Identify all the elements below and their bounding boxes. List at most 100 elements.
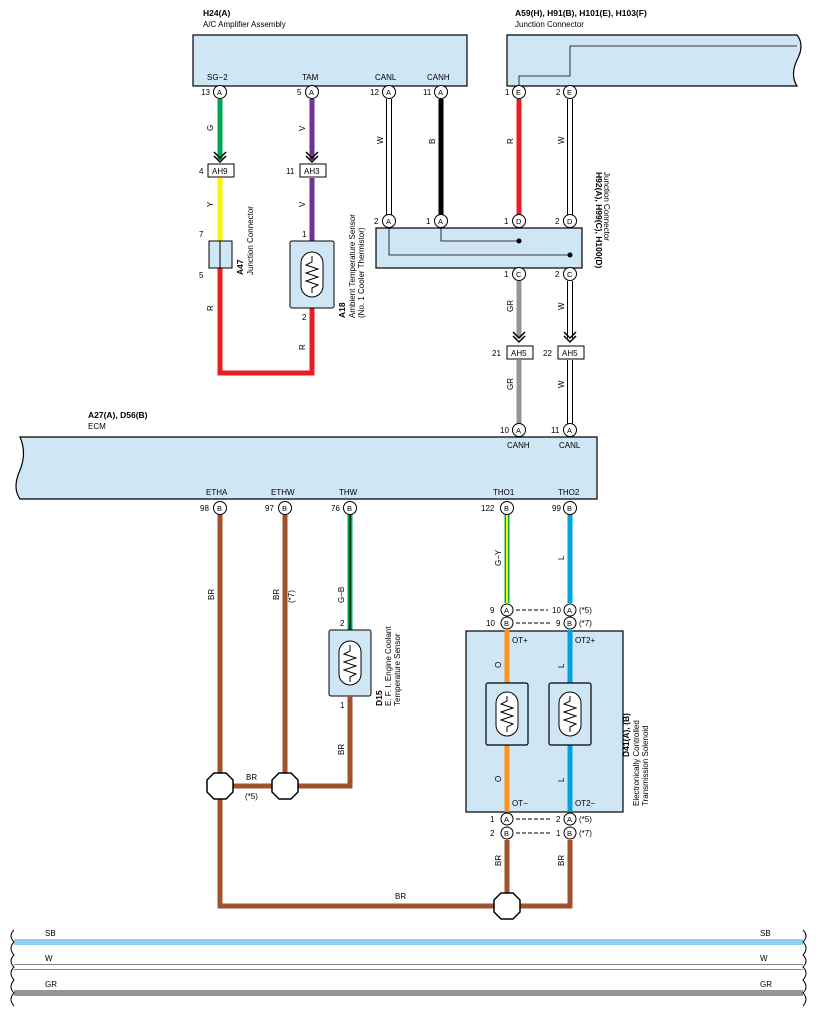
transmission-solenoid-code: D41(A), (B) (621, 713, 631, 757)
svg-text:GR: GR (506, 300, 515, 312)
svg-text:TAM: TAM (302, 73, 319, 82)
svg-text:A: A (386, 88, 391, 97)
connector-ah5-canl-box[interactable] (557, 345, 585, 360)
svg-text:THW: THW (339, 488, 358, 497)
d15-name1: E. F. I. Engine Coolant (384, 626, 393, 706)
splice-point-1[interactable] (206, 772, 234, 800)
svg-text:BR: BR (246, 773, 257, 782)
svg-text:A: A (438, 88, 443, 97)
svg-text:2: 2 (490, 829, 495, 838)
ac-amplifier-code: H24(A) (203, 8, 231, 18)
svg-text:CANH: CANH (427, 73, 450, 82)
amp-pin-canl[interactable]: CANL A 12 (370, 73, 397, 99)
svg-text:W: W (376, 136, 385, 144)
ac-amplifier-box[interactable] (192, 34, 468, 87)
svg-text:98: 98 (200, 504, 209, 513)
svg-text:CANH: CANH (507, 441, 530, 450)
wire-ethw-brown (282, 514, 353, 789)
svg-text:Y: Y (206, 201, 215, 207)
svg-text:V: V (298, 201, 307, 207)
a18-pin-bottom: 2 (302, 313, 307, 322)
d41-top-row-2[interactable]: B 10 9 B (*7) (486, 616, 592, 630)
d41-top-row-1[interactable]: A 9 10 A (*5) (490, 603, 592, 617)
svg-text:G: G (206, 125, 215, 131)
svg-text:W: W (760, 954, 768, 963)
svg-text:B: B (504, 504, 509, 513)
ecm-code: A27(A), D56(B) (88, 410, 148, 420)
ecm-pin-thw[interactable]: THW B 76 (331, 488, 358, 515)
connector-ah9-box[interactable] (207, 163, 235, 178)
jc-top-pin-1[interactable]: E 1 (505, 85, 526, 99)
jc-mid-pin-top-3[interactable]: D 1 (504, 214, 526, 228)
svg-text:W: W (557, 136, 566, 144)
svg-text:C: C (516, 270, 522, 279)
connector-ah5-canl-num: 22 (543, 349, 552, 358)
wire-etha-brown (217, 514, 573, 909)
junction-connector-top-internal-link (518, 45, 797, 86)
a18-name1: Ambient Temperature Sensor (348, 214, 357, 318)
junction-connector-mid-box[interactable] (375, 227, 583, 269)
svg-text:5: 5 (297, 88, 302, 97)
svg-text:2: 2 (556, 815, 561, 824)
svg-text:O: O (494, 662, 503, 668)
ecm-pin-canl[interactable]: A 11 CANL (551, 423, 581, 451)
svg-text:SG−2: SG−2 (207, 73, 228, 82)
d41-bottom-row-2[interactable]: B 2 1 B (*7) (490, 826, 592, 840)
thermistor-icon (304, 256, 320, 293)
svg-text:B: B (504, 619, 509, 628)
transmission-solenoid-name2: Transmission Solenoid (641, 725, 650, 806)
svg-text:122: 122 (481, 504, 495, 513)
jc-mid-pin-bottom-1[interactable]: C 1 (504, 267, 526, 281)
jc-mid-pin-top-2[interactable]: A 1 (426, 214, 448, 228)
jc-top-pin-2[interactable]: E 2 (556, 85, 577, 99)
junction-connector-mid-internal (388, 228, 570, 256)
d41-term-ot2-minus: OT2− (575, 799, 596, 808)
svg-text:2: 2 (555, 217, 560, 226)
svg-text:A: A (567, 606, 572, 615)
svg-text:2: 2 (555, 270, 560, 279)
connector-ah5-canl-code: AH5 (562, 349, 578, 358)
ecm-box[interactable] (15, 436, 598, 500)
jc-mid-pin-top-4[interactable]: D 2 (555, 214, 577, 228)
splice-point-2[interactable] (271, 772, 299, 800)
d15-name2: Temperature Sensor (393, 633, 402, 706)
svg-text:BR: BR (272, 589, 281, 600)
svg-text:11: 11 (551, 426, 560, 435)
ecm-pin-tho2[interactable]: THO2 B 99 (552, 488, 580, 515)
splice-point-3[interactable] (493, 892, 521, 920)
svg-text:A: A (504, 815, 509, 824)
svg-text:B: B (217, 504, 222, 513)
svg-text:D: D (567, 217, 573, 226)
d41-bottom-row-1[interactable]: A 1 2 A (*5) (490, 812, 592, 826)
splice-dot (516, 238, 522, 244)
ecm-pin-etha[interactable]: ETHA B 98 (200, 488, 228, 515)
svg-text:10: 10 (552, 606, 561, 615)
a18-pin-top: 1 (302, 230, 307, 239)
junction-connector-top-code: A59(H), H91(B), H101(E), H103(F) (515, 8, 647, 18)
jc-mid-pin-bottom-2[interactable]: C 2 (555, 267, 577, 281)
legend-strip-w: W W (14, 954, 803, 970)
connector-ah5-canh-box[interactable] (506, 345, 534, 360)
svg-text:CANL: CANL (559, 441, 581, 450)
amp-pin-sg2[interactable]: SG−2 A 13 (201, 73, 228, 99)
svg-text:B: B (504, 829, 509, 838)
splice-dot (567, 252, 573, 258)
ecm-pin-canh[interactable]: A 10 CANH (500, 423, 530, 451)
svg-text:10: 10 (486, 619, 495, 628)
connector-ah3-box[interactable] (299, 163, 327, 178)
svg-text:R: R (206, 305, 215, 311)
svg-text:76: 76 (331, 504, 340, 513)
ecm-pin-tho1[interactable]: THO1 B 122 (481, 488, 515, 515)
jc-mid-pin-top-1[interactable]: A 2 (374, 214, 396, 228)
ecm-pin-ethw[interactable]: ETHW B 97 (265, 488, 295, 515)
svg-text:1: 1 (426, 217, 431, 226)
junction-connector-top-box[interactable] (506, 34, 802, 87)
amp-pin-tam[interactable]: TAM A 5 (297, 73, 319, 99)
legend-strip-sb: SB SB (14, 929, 803, 945)
svg-text:BR: BR (557, 855, 566, 866)
svg-text:SB: SB (760, 929, 771, 938)
svg-text:B: B (347, 504, 352, 513)
amp-pin-canh[interactable]: CANH A 11 (423, 73, 450, 99)
svg-text:ETHW: ETHW (271, 488, 295, 497)
